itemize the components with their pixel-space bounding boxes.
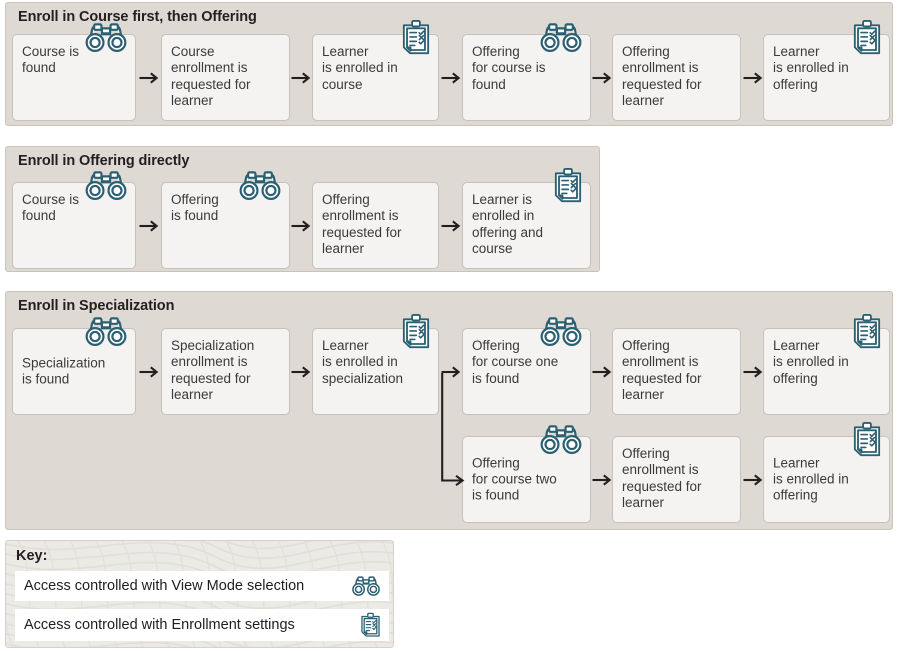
flow-arrow-icon: [139, 71, 159, 85]
step-box: Offering enrollment is requested for lea…: [612, 436, 741, 523]
flow-arrow-icon: [139, 219, 159, 233]
step-label: Learner is enrolled in offering and cour…: [472, 192, 544, 257]
binoculars-icon: [539, 316, 583, 347]
clipboard-icon: [401, 313, 431, 350]
flow-arrow-icon: [139, 365, 159, 379]
flow-arrow-icon: [441, 219, 461, 233]
flow-arrow-icon: [592, 365, 612, 379]
step-label: Offering enrollment is requested for lea…: [622, 446, 702, 511]
flow-arrow-icon: [743, 473, 763, 487]
clipboard-icon: [401, 19, 431, 56]
step-box: Learner is enrolled in offering: [763, 328, 890, 415]
step-label: Learner is enrolled in specialization: [322, 338, 404, 386]
step-box: Course enrollment is requested for learn…: [161, 34, 290, 121]
step-box: Offering enrollment is requested for lea…: [312, 182, 439, 269]
step-label: Course is found: [22, 192, 80, 224]
clipboard-icon: [553, 167, 583, 204]
key-panel: Key: Access controlled with View Mode sel…: [5, 540, 394, 648]
flow-arrow-icon: [743, 71, 763, 85]
flow-arrow-icon: [291, 71, 311, 85]
branch-connector: [441, 372, 465, 489]
binoculars-icon: [84, 170, 128, 201]
flow-arrow-icon: [291, 219, 311, 233]
binoculars-icon: [238, 170, 282, 201]
step-label: Learner is enrolled in course: [322, 44, 398, 92]
step-label: Course is found: [22, 44, 80, 76]
clipboard-icon: [852, 421, 882, 458]
binoculars-icon: [351, 576, 381, 597]
key-title-label: Key:: [16, 548, 48, 564]
step-label: Offering is found: [171, 192, 219, 224]
key-row-label: Access controlled with Enrollment settin…: [24, 617, 295, 633]
flow-arrow-icon: [291, 365, 311, 379]
step-label: Offering for course two is found: [472, 454, 557, 503]
step-label: Learner is enrolled in offering: [773, 454, 849, 503]
step-box: Learner is enrolled in specialization: [312, 328, 439, 415]
step-label: Offering enrollment is requested for lea…: [622, 44, 702, 109]
step-box: Course is found: [12, 182, 136, 269]
step-label: Learner is enrolled in offering: [773, 338, 849, 386]
flow-arrow-icon: [441, 71, 461, 85]
flow-arrow-icon: [592, 71, 612, 85]
step-label: Specialization enrollment is requested f…: [171, 338, 255, 403]
step-label: Offering enrollment is requested for lea…: [622, 338, 702, 403]
binoculars-icon: [539, 22, 583, 53]
binoculars-icon: [84, 22, 128, 53]
step-label: Offering for course one is found: [472, 338, 559, 386]
step-label: Course enrollment is requested for learn…: [171, 44, 251, 109]
section-title: Enroll in Specialization: [18, 298, 175, 314]
flow-arrow-icon: [743, 365, 763, 379]
key-row: Access controlled with View Mode selecti…: [15, 571, 389, 601]
step-box: Offering enrollment is requested for lea…: [612, 34, 741, 121]
section-title: Enroll in Course first, then Offering: [18, 9, 257, 25]
step-label: Offering enrollment is requested for lea…: [322, 192, 402, 257]
step-label: Learner is enrolled in offering: [773, 44, 849, 92]
clipboard-icon: [360, 612, 381, 638]
step-box: Specialization enrollment is requested f…: [161, 328, 290, 415]
clipboard-icon: [852, 313, 882, 350]
binoculars-icon: [539, 424, 583, 455]
section-title: Enroll in Offering directly: [18, 153, 190, 169]
binoculars-icon: [84, 316, 128, 347]
key-row-label: Access controlled with View Mode selecti…: [24, 578, 305, 594]
clipboard-icon: [852, 19, 882, 56]
flow-arrow-icon: [592, 473, 612, 487]
step-label: Offering for course is found: [472, 44, 546, 92]
key-row: Access controlled with Enrollment settin…: [15, 609, 389, 641]
step-box: Offering enrollment is requested for lea…: [612, 328, 741, 415]
step-label: Specialization is found: [22, 355, 106, 387]
